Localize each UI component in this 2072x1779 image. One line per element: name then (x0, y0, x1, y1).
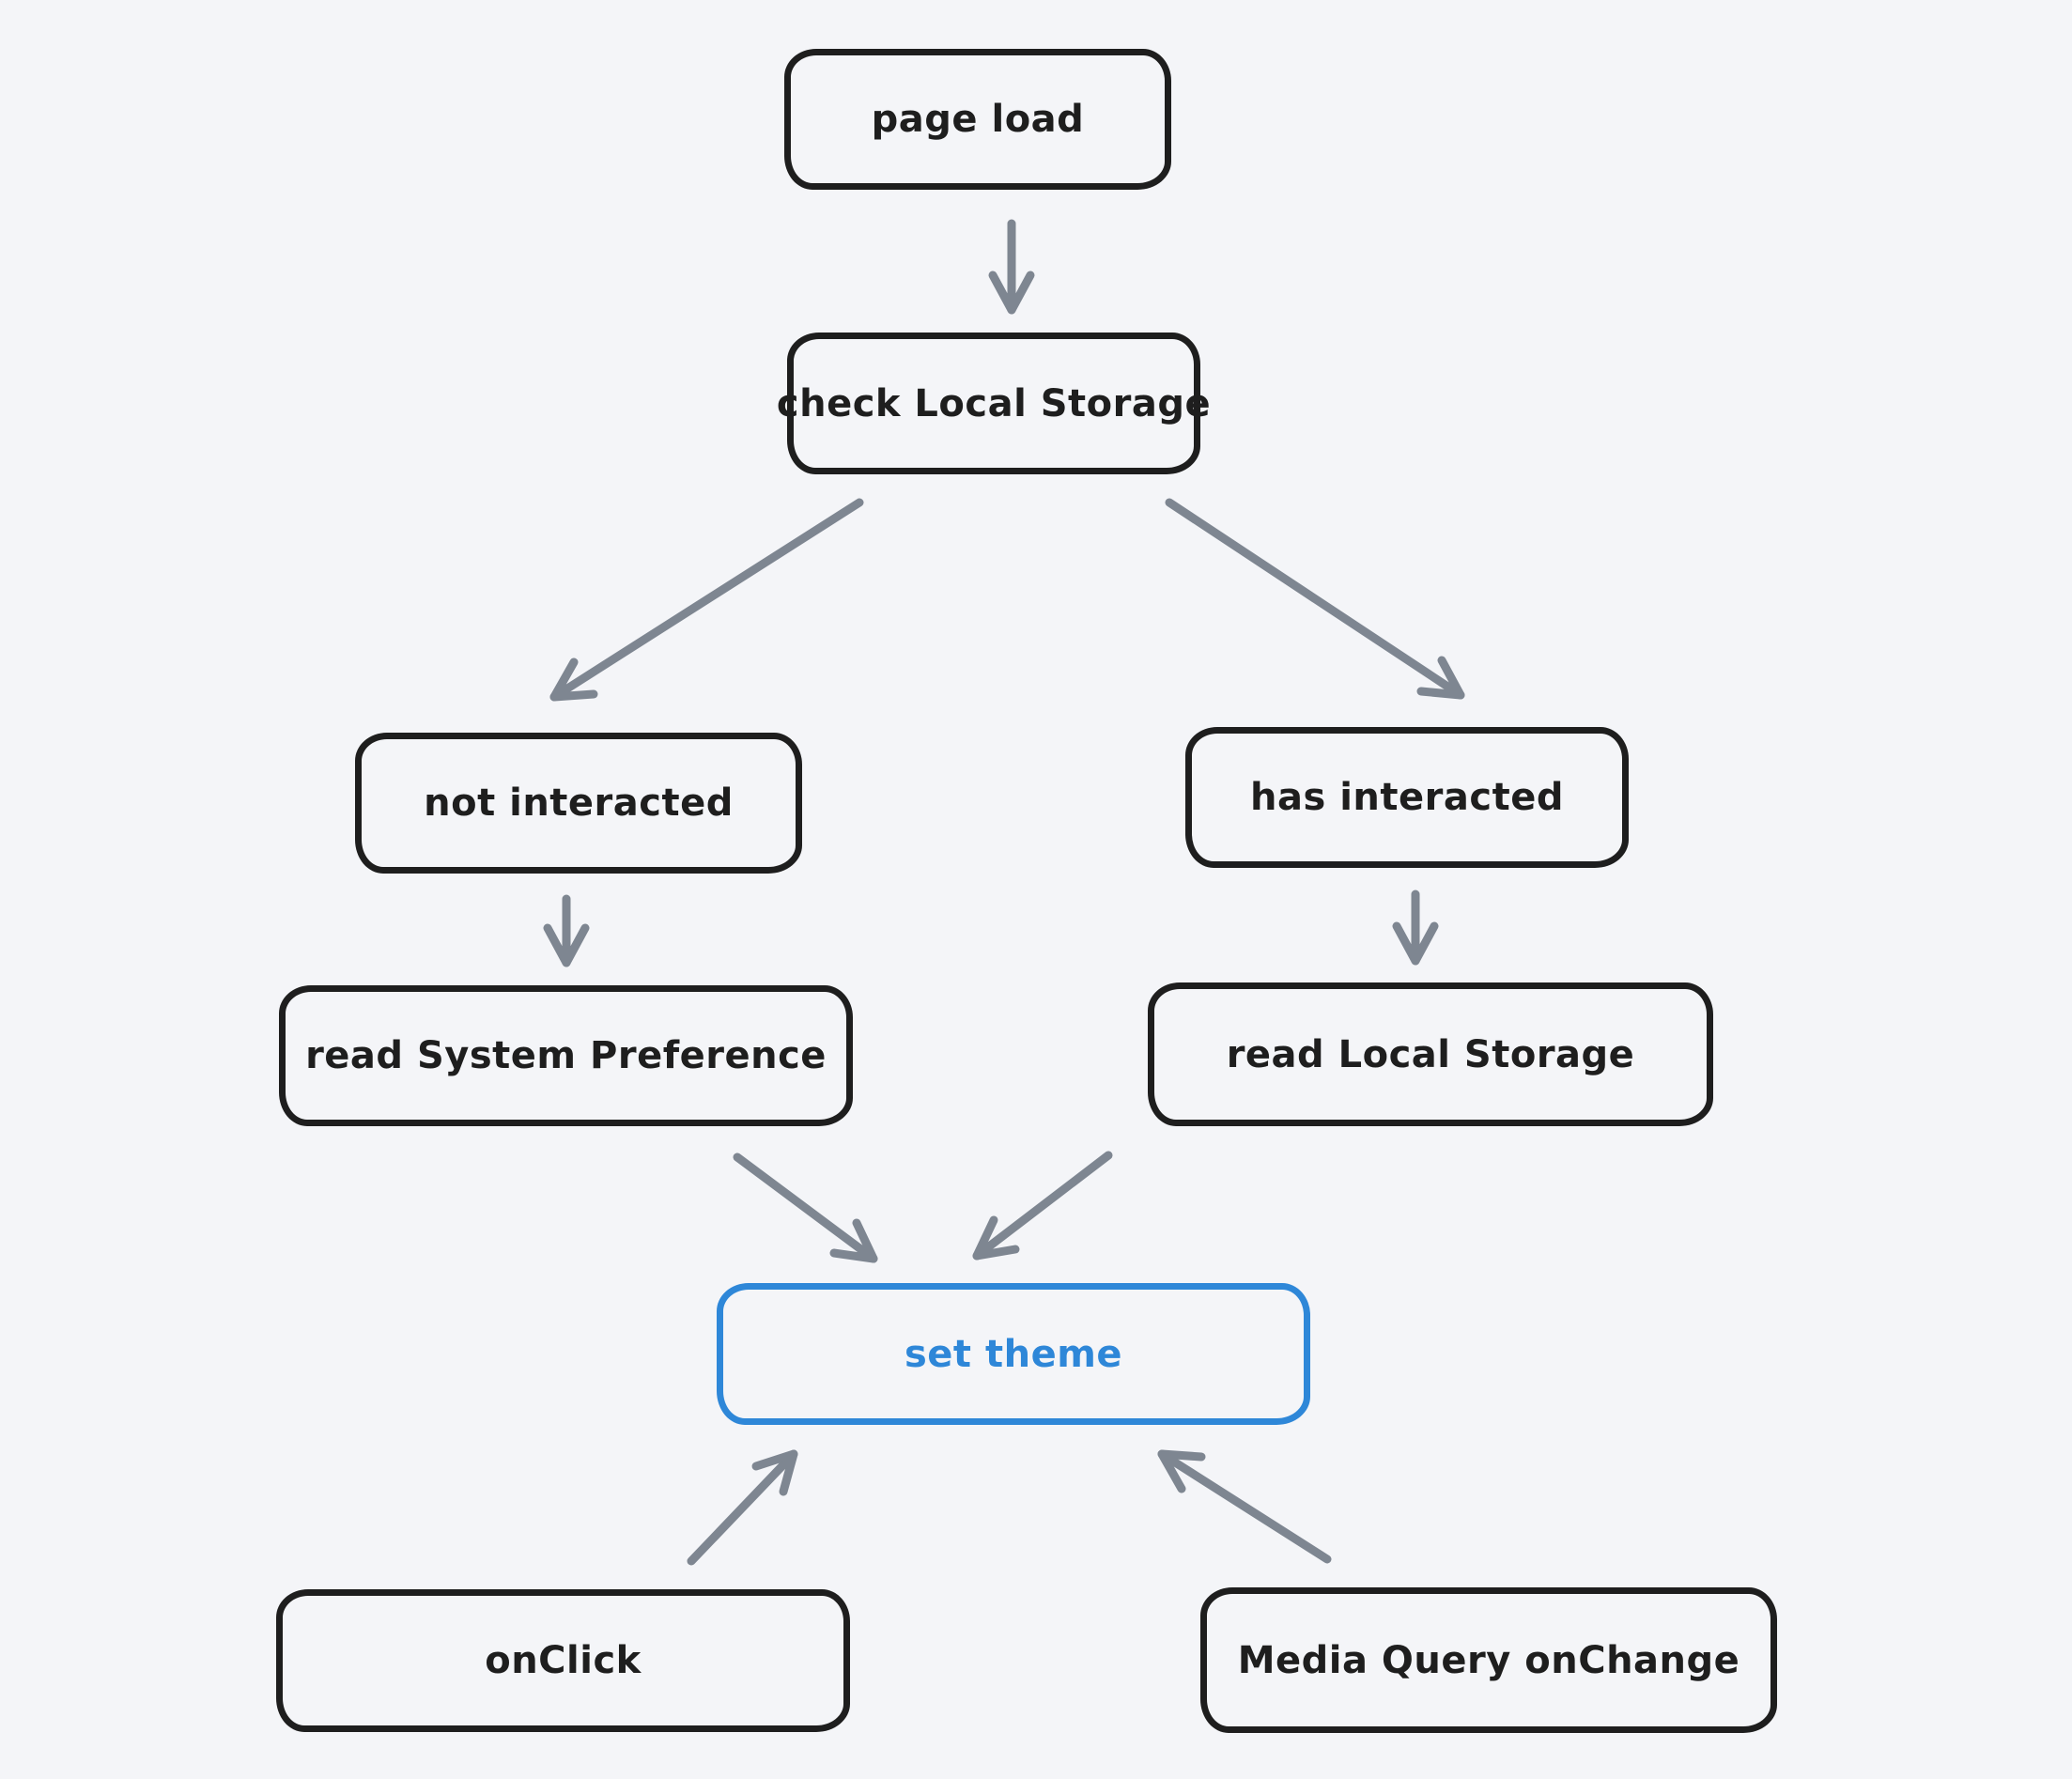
arrow-read-local-storage-to-set-theme (972, 1151, 1113, 1261)
node-on-click-label: onClick (485, 1639, 642, 1682)
node-set-theme: set theme (717, 1283, 1310, 1425)
node-check-local-storage: check Local Storage (777, 333, 1211, 474)
node-not-interacted: not interacted (355, 733, 802, 874)
node-set-theme-label: set theme (904, 1332, 1123, 1376)
arrow-has-interacted-to-read-local-storage (1392, 890, 1439, 966)
node-read-local-storage-label: read Local Storage (1226, 1032, 1635, 1076)
node-has-interacted-label: has interacted (1250, 776, 1564, 819)
arrow-on-click-to-set-theme (687, 1449, 798, 1566)
arrow-media-query-onchange-to-set-theme (1157, 1449, 1332, 1564)
node-not-interacted-label: not interacted (424, 781, 734, 825)
node-read-system-preference-label: read System Preference (305, 1034, 827, 1077)
node-read-system-preference: read System Preference (279, 985, 853, 1126)
node-has-interacted: has interacted (1185, 727, 1629, 868)
arrow-not-interacted-to-read-system-preference (543, 894, 590, 967)
node-read-local-storage: read Local Storage (1148, 982, 1713, 1126)
node-page-load-label: page load (871, 98, 1085, 141)
arrow-page-load-to-check-local-storage (988, 219, 1035, 315)
node-media-query-onchange-label: Media Query onChange (1237, 1638, 1740, 1682)
node-on-click: onClick (276, 1589, 850, 1732)
node-check-local-storage-label: check Local Storage (776, 381, 1212, 425)
arrow-check-local-storage-to-not-interacted (549, 498, 864, 702)
node-media-query-onchange: Media Query onChange (1200, 1587, 1777, 1733)
arrow-check-local-storage-to-has-interacted (1165, 498, 1465, 700)
node-page-load: page load (784, 49, 1171, 190)
arrow-read-system-preference-to-set-theme (733, 1152, 878, 1263)
